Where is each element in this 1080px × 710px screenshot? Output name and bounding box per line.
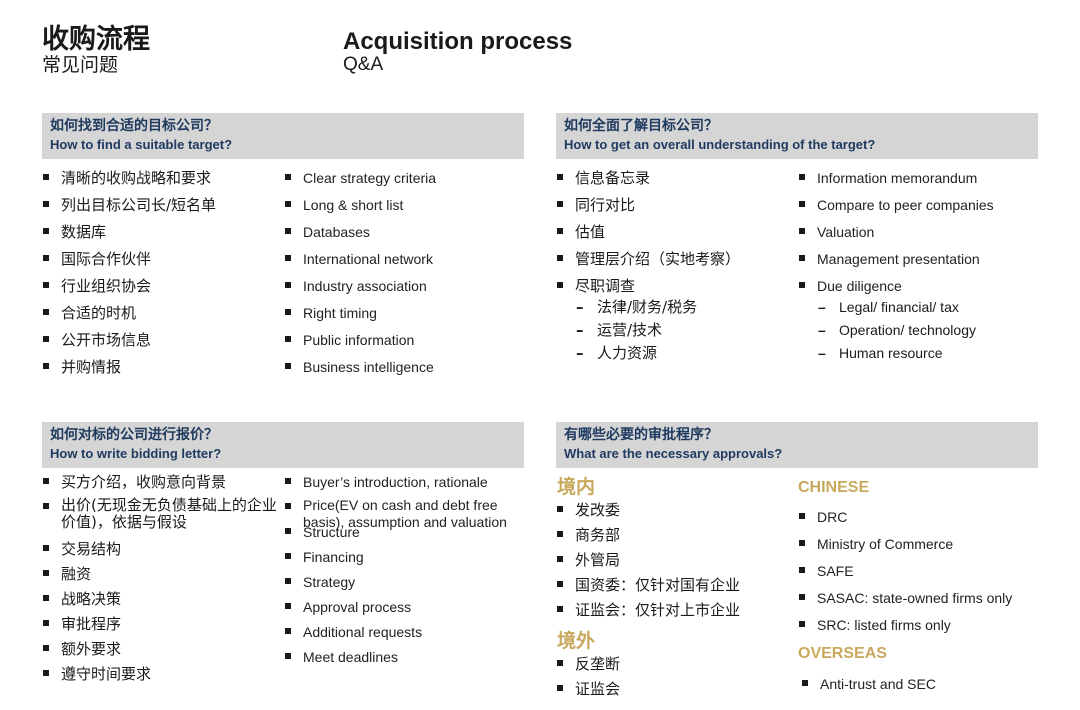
- list-item: 交易结构: [42, 539, 282, 564]
- list-item: SASAC: state-owned firms only: [798, 588, 1012, 615]
- list-item: 证监会: [556, 679, 620, 704]
- due-diligence-sublist-en: Legal/ financial/ tax Operation/ technol…: [818, 297, 976, 366]
- list-item: 并购情报: [42, 357, 216, 384]
- list-item: 发改委: [556, 500, 740, 525]
- section-header-en: How to find a suitable target?: [50, 137, 233, 152]
- page-subtitle-zh: 常见问题: [42, 54, 119, 76]
- list-item: 数据库: [42, 222, 216, 249]
- find-target-list-zh: 清晰的收购战略和要求 列出目标公司长/短名单 数据库 国际合作伙伴 行业组织协会…: [42, 168, 216, 384]
- list-item: International network: [284, 249, 436, 276]
- list-item: 额外要求: [42, 639, 282, 664]
- list-item: 公开市场信息: [42, 330, 216, 357]
- domestic-label-zh: 境内: [557, 476, 596, 498]
- list-item: Databases: [284, 222, 436, 249]
- section-header-zh: 如何全面了解目标公司？: [564, 118, 718, 134]
- section-header-en: What are the necessary approvals?: [564, 446, 783, 461]
- list-item: 买方介绍，收购意向背景: [42, 472, 282, 497]
- domestic-approvals-list-en: DRC Ministry of Commerce SAFE SASAC: sta…: [798, 507, 1012, 642]
- overseas-approvals-list-zh: 反垄断 证监会: [556, 654, 620, 704]
- list-item: DRC: [798, 507, 1012, 534]
- section-bidding-header: 如何对标的公司进行报价？ How to write bidding letter…: [42, 422, 524, 468]
- overseas-approvals-list-en: Anti-trust and SEC: [801, 674, 936, 701]
- section-header-en: How to write bidding letter?: [50, 446, 222, 461]
- section-approvals-header: 有哪些必要的审批程序？ What are the necessary appro…: [556, 422, 1038, 468]
- list-item: Compare to peer companies: [798, 195, 994, 222]
- bidding-list-en: Buyer’s introduction, rationale Price(EV…: [284, 472, 520, 672]
- section-header-zh: 有哪些必要的审批程序？: [564, 427, 718, 443]
- list-item: Clear strategy criteria: [284, 168, 436, 195]
- list-item: Due diligence: [798, 276, 994, 303]
- section-find-target-header: 如何找到合适的目标公司？ How to find a suitable targ…: [42, 113, 524, 159]
- list-item: Anti-trust and SEC: [801, 674, 936, 701]
- list-item: 法律/财务/税务: [576, 297, 697, 320]
- domestic-label-en: CHINESE: [798, 479, 870, 496]
- list-item: 估值: [556, 222, 740, 249]
- list-item: 列出目标公司长/短名单: [42, 195, 216, 222]
- list-item: Valuation: [798, 222, 994, 249]
- section-header-en: How to get an overall understanding of t…: [564, 137, 876, 152]
- understand-target-list-en: Information memorandum Compare to peer c…: [798, 168, 994, 303]
- list-item: 战略决策: [42, 589, 282, 614]
- list-item: Operation/ technology: [818, 320, 976, 343]
- due-diligence-sublist-zh: 法律/财务/税务 运营/技术 人力资源: [576, 297, 697, 366]
- page-title-en: Acquisition process: [343, 28, 573, 55]
- list-item: Human resource: [818, 343, 976, 366]
- list-item: Legal/ financial/ tax: [818, 297, 976, 320]
- list-item: 商务部: [556, 525, 740, 550]
- section-header-zh: 如何对标的公司进行报价？: [50, 427, 218, 443]
- list-item: Strategy: [284, 572, 520, 597]
- list-item: Information memorandum: [798, 168, 994, 195]
- overseas-label-en: OVERSEAS: [798, 645, 887, 662]
- list-item: 国资委：仅针对国有企业: [556, 575, 740, 600]
- section-header-zh: 如何找到合适的目标公司？: [50, 118, 218, 134]
- page-title-zh: 收购流程: [42, 24, 150, 55]
- list-item: Industry association: [284, 276, 436, 303]
- list-item: 信息备忘录: [556, 168, 740, 195]
- section-understand-target-header: 如何全面了解目标公司？ How to get an overall unders…: [556, 113, 1038, 159]
- bidding-list-zh: 买方介绍，收购意向背景 出价(无现金无负债基础上的企业价值)，依据与假设 交易结…: [42, 472, 282, 689]
- page-subtitle-en: Q&A: [343, 54, 384, 75]
- list-item: Public information: [284, 330, 436, 357]
- list-item: 管理层介绍（实地考察）: [556, 249, 740, 276]
- list-item: Financing: [284, 547, 520, 572]
- list-item: 证监会：仅针对上市企业: [556, 600, 740, 625]
- list-item: 审批程序: [42, 614, 282, 639]
- list-item: 行业组织协会: [42, 276, 216, 303]
- list-item: 国际合作伙伴: [42, 249, 216, 276]
- list-item: SAFE: [798, 561, 1012, 588]
- list-item: 反垄断: [556, 654, 620, 679]
- list-item: 尽职调查: [556, 276, 740, 303]
- list-item: Meet deadlines: [284, 647, 520, 672]
- list-item: Structure: [284, 522, 520, 547]
- list-item: SRC: listed firms only: [798, 615, 1012, 642]
- list-item: Management presentation: [798, 249, 994, 276]
- list-item: 清晰的收购战略和要求: [42, 168, 216, 195]
- list-item: Additional requests: [284, 622, 520, 647]
- list-item: Business intelligence: [284, 357, 436, 384]
- list-item: Long & short list: [284, 195, 436, 222]
- list-item: Approval process: [284, 597, 520, 622]
- find-target-list-en: Clear strategy criteria Long & short lis…: [284, 168, 436, 384]
- list-item: Buyer’s introduction, rationale: [284, 472, 520, 497]
- list-item: 同行对比: [556, 195, 740, 222]
- list-item: 外管局: [556, 550, 740, 575]
- list-item: 人力资源: [576, 343, 697, 366]
- list-item: 融资: [42, 564, 282, 589]
- list-item: 遵守时间要求: [42, 664, 282, 689]
- overseas-label-zh: 境外: [557, 630, 596, 652]
- understand-target-list-zh: 信息备忘录 同行对比 估值 管理层介绍（实地考察） 尽职调查: [556, 168, 740, 303]
- list-item: Ministry of Commerce: [798, 534, 1012, 561]
- list-item: 出价(无现金无负债基础上的企业价值)，依据与假设: [42, 497, 282, 539]
- list-item: Right timing: [284, 303, 436, 330]
- list-item: 合适的时机: [42, 303, 216, 330]
- list-item: Price(EV on cash and debt free basis), a…: [284, 497, 520, 530]
- domestic-approvals-list-zh: 发改委 商务部 外管局 国资委：仅针对国有企业 证监会：仅针对上市企业: [556, 500, 740, 625]
- list-item: 运营/技术: [576, 320, 697, 343]
